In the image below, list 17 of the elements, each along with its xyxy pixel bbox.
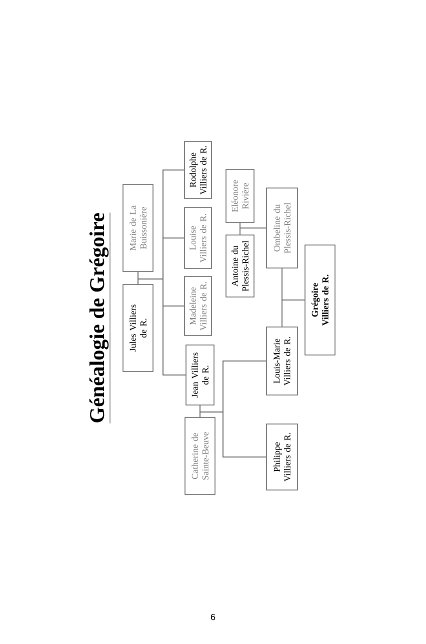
- person-box: Antoine du Plessis-Richel: [226, 234, 254, 298]
- person-box: Louise Villiers de R.: [184, 207, 212, 269]
- person-box: Catherine de Sainte-Beuve: [184, 417, 216, 495]
- person-box: Rodolphe Villiers de R.: [184, 141, 212, 199]
- person-box: Grégoire Villiers de R.: [304, 244, 336, 356]
- page-number: 6: [210, 614, 216, 620]
- person-box: Jean Villiers de R.: [186, 344, 214, 406]
- person-box: Philippe Villiers de R.: [266, 424, 298, 490]
- connector-line: [240, 228, 266, 235]
- person-box: Ombeline du Plessis-Richel: [266, 188, 298, 268]
- person-box: Eléonore Rivière: [226, 169, 254, 223]
- person-box: Louis-Marie Villiers de R.: [266, 326, 298, 396]
- title: Généalogie de Grégoire: [89, 212, 110, 424]
- person-box: Madeleine Villiers de R.: [184, 276, 212, 336]
- person-box: Jules Villiers de R.: [122, 284, 154, 372]
- connector-line: [282, 300, 305, 327]
- person-box: Marie de La Buissonière: [122, 184, 154, 272]
